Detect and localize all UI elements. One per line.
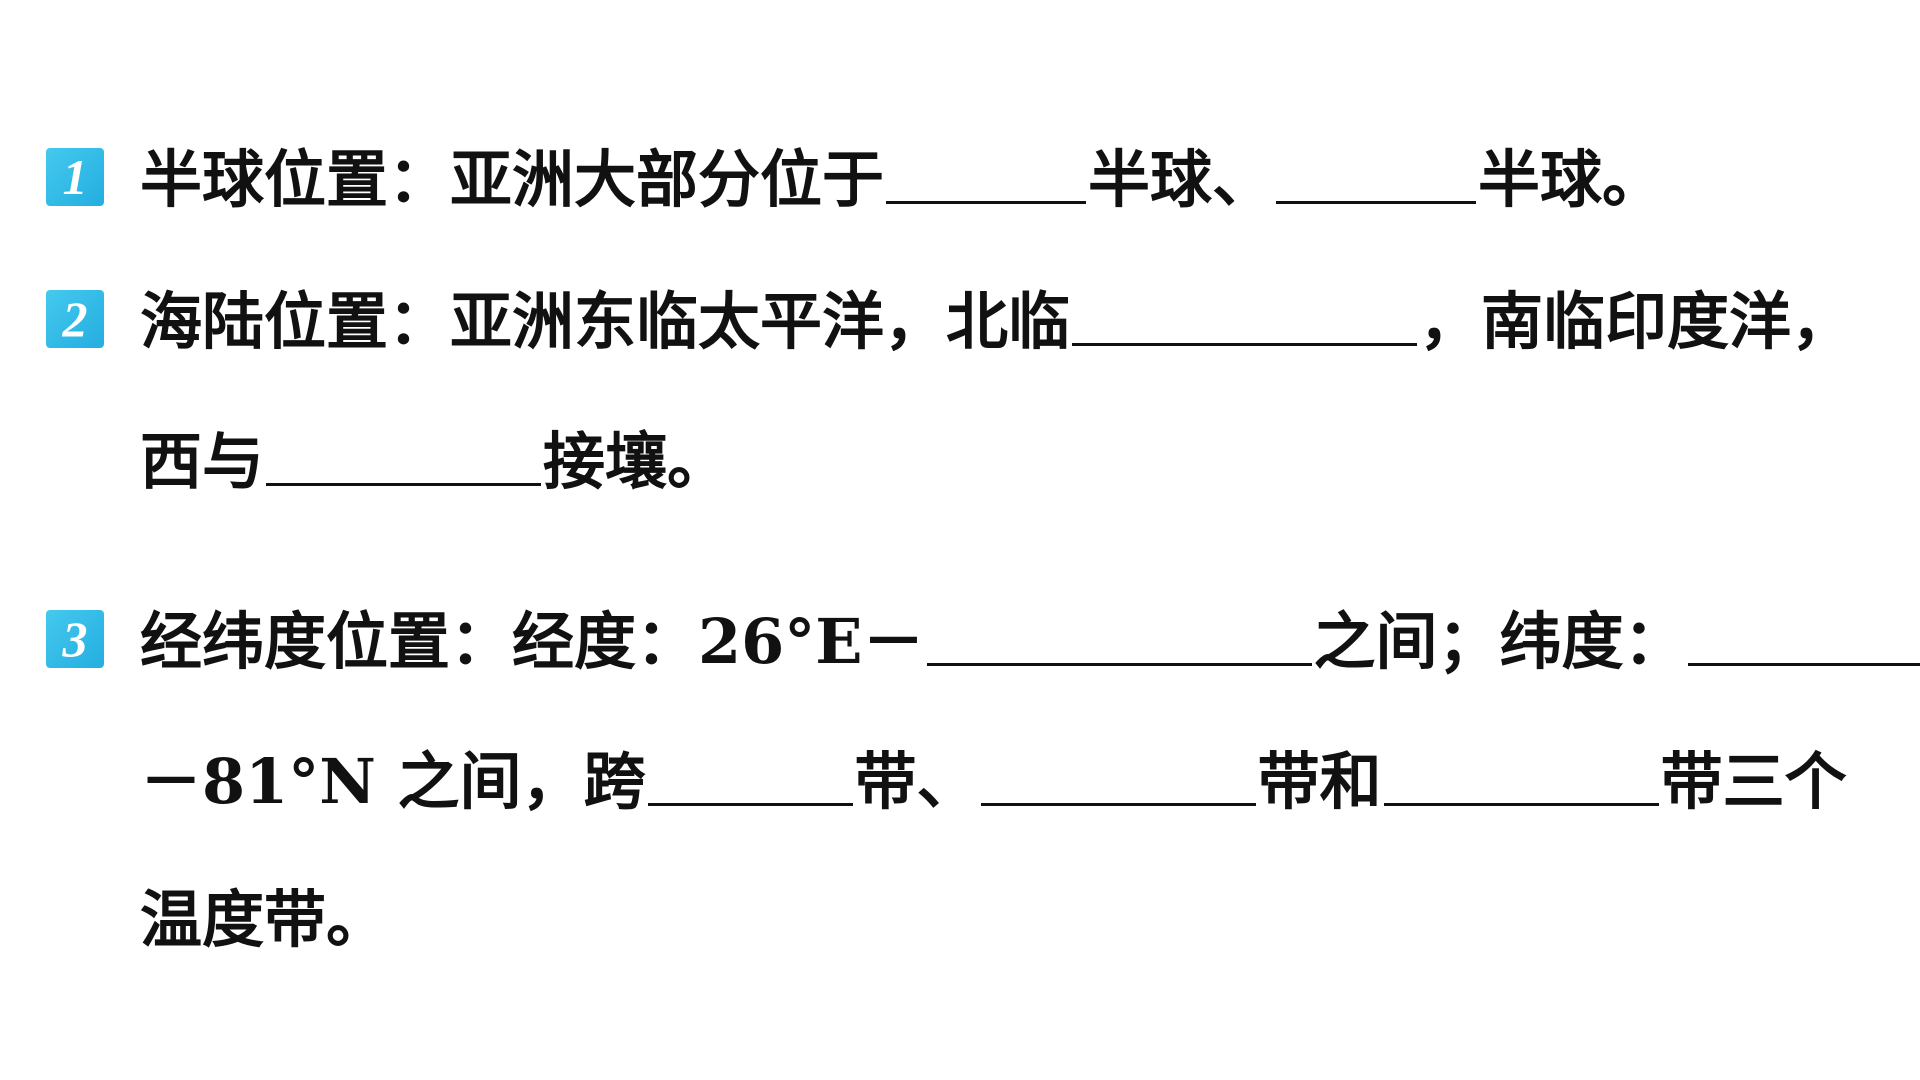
item-number: 3 bbox=[62, 611, 88, 667]
text-segment: 带、 bbox=[854, 745, 979, 818]
item-number: 2 bbox=[62, 291, 88, 347]
text-segment: －81°N 之间，跨 bbox=[140, 745, 646, 818]
item-number: 1 bbox=[62, 149, 88, 205]
text-segment: ，南临印度洋， bbox=[1419, 285, 1854, 358]
answer-blank[interactable] bbox=[647, 743, 853, 806]
text-segment: 经纬度位置：经度：26°E－ bbox=[140, 605, 925, 678]
answer-blank[interactable] bbox=[1072, 283, 1418, 346]
text-segment: 带三个 bbox=[1660, 745, 1847, 818]
text-segment: 半球。 bbox=[1478, 143, 1665, 216]
text-segment: 接壤。 bbox=[543, 425, 730, 498]
answer-blank[interactable] bbox=[1276, 141, 1477, 204]
text-segment: 半球、 bbox=[1088, 143, 1275, 216]
answer-blank[interactable] bbox=[266, 423, 542, 486]
item-1-line-1: 半球位置：亚洲大部分位于 半球、 半球。 bbox=[140, 140, 1664, 220]
text-segment: 带和 bbox=[1257, 745, 1382, 818]
text-segment: 半球位置：亚洲大部分位于 bbox=[140, 143, 885, 216]
answer-blank[interactable] bbox=[1383, 743, 1659, 806]
item-number-badge: 2 bbox=[46, 290, 104, 348]
item-2-line-1: 海陆位置：亚洲东临太平洋，北临 ，南临印度洋， bbox=[140, 282, 1853, 362]
text-segment: 之间；纬度： bbox=[1313, 605, 1686, 678]
item-3-line-2: －81°N 之间，跨 带、 带和 带三个 bbox=[140, 742, 1847, 822]
item-3-line-1: 经纬度位置：经度：26°E－ 之间；纬度： bbox=[140, 602, 1920, 682]
text-segment: 海陆位置：亚洲东临太平洋，北临 bbox=[140, 285, 1071, 358]
text-segment: 西与 bbox=[140, 425, 265, 498]
item-3-line-3: 温度带。 bbox=[140, 880, 388, 960]
answer-blank[interactable] bbox=[926, 603, 1312, 666]
text-segment: 温度带。 bbox=[140, 883, 389, 956]
answer-blank[interactable] bbox=[886, 141, 1087, 204]
item-number-badge: 1 bbox=[46, 148, 104, 206]
item-number-badge: 3 bbox=[46, 610, 104, 668]
answer-blank[interactable] bbox=[980, 743, 1256, 806]
item-2-line-2: 西与 接壤。 bbox=[140, 422, 729, 502]
answer-blank[interactable] bbox=[1687, 603, 1920, 666]
